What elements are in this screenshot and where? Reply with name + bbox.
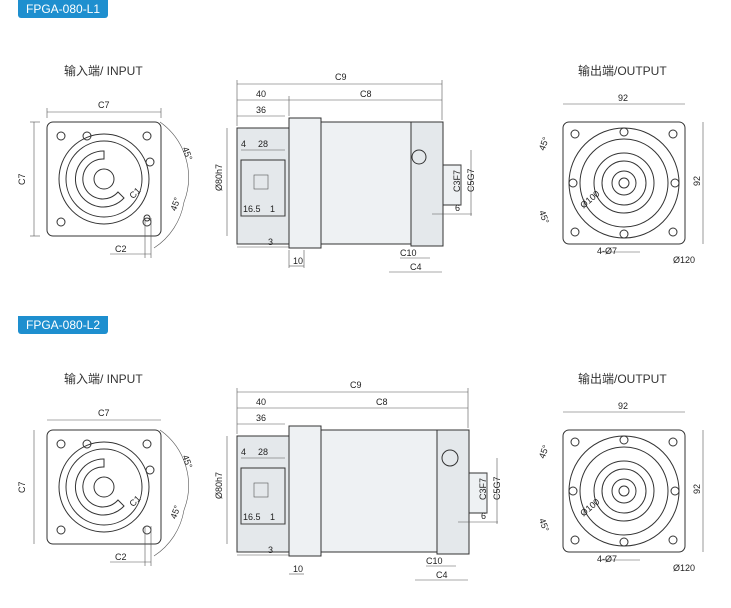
dim-c9: C9 [335,72,347,82]
dim-1: 1 [270,204,275,214]
dim-c2: C2 [115,552,127,562]
dim-c1: C1 [127,493,142,508]
dim-c4: C4 [436,570,448,580]
dim-d120: Ø120 [673,563,695,573]
dim-45b: 45° [168,196,182,213]
dim-c2: C2 [115,244,127,254]
dim-10: 10 [293,256,303,266]
dim-1: 1 [270,512,275,522]
dim-c10: C10 [400,248,417,258]
dim-c7-side: C7 [17,481,27,493]
side-view-l1: C9 40 C8 36 4 28 Ø80h7 16.5 1 3 10 C3F7 … [214,72,476,273]
dim-45b: 45° [168,504,182,521]
dim-d100: Ø100 [578,496,601,518]
dim-4: 4 [241,139,246,149]
dim-6: 6 [455,203,460,213]
dim-c7-top: C7 [98,408,110,418]
dim-45b: 45° [537,209,551,226]
dim-6: 6 [481,511,486,521]
dim-45a: 45° [537,135,551,152]
dim-40: 40 [256,397,266,407]
dim-92-top: 92 [618,401,628,411]
dim-c10: C10 [426,556,443,566]
dim-16: 16.5 [243,512,261,522]
dim-45b: 45° [537,517,551,534]
dim-c7-top: C7 [98,100,110,110]
dim-92-side: 92 [692,484,702,494]
dim-10: 10 [293,564,303,574]
dim-hole: 4-Ø7 [597,246,617,256]
dim-16: 16.5 [243,204,261,214]
dim-3: 3 [268,545,273,555]
dim-92-top: 92 [618,93,628,103]
dim-d120: Ø120 [673,255,695,265]
dim-45a: 45° [180,145,194,162]
dim-c5: C5G7 [466,168,476,192]
output-title-l1: 输出端/OUTPUT [578,64,667,78]
dim-d80: Ø80h7 [214,472,224,499]
dim-28: 28 [258,139,268,149]
model-tag-l2: FPGA-080-L2 [18,316,109,334]
input-title-l2: 输入端/ INPUT [64,372,143,386]
dim-d80: Ø80h7 [214,164,224,191]
dim-36: 36 [256,413,266,423]
dim-3: 3 [268,237,273,247]
dim-c9: C9 [350,380,362,390]
model-tag-l1: FPGA-080-L1 [18,0,109,18]
input-view-l2: C7 C7 C2 C1 45° 45° [17,408,194,566]
output-view-l2: 92 92 Ø100 45° 45° 4-Ø7 Ø120 [537,401,704,573]
dim-45a: 45° [537,443,551,460]
dim-36: 36 [256,105,266,115]
dim-hole: 4-Ø7 [597,554,617,564]
dim-c8: C8 [360,89,372,99]
dim-c4: C4 [410,262,422,272]
input-view-l1: C7 C7 C2 C1 45° 45° [17,100,194,258]
dim-4: 4 [241,447,246,457]
output-title-l2: 输出端/OUTPUT [578,372,667,386]
side-view-l2: C9 40 C8 36 4 28 Ø80h7 16.5 1 3 10 C3F7 … [214,380,502,581]
dim-92-side: 92 [692,176,702,186]
dim-c3: C3F7 [478,478,488,500]
dim-c3: C3F7 [452,170,462,192]
dim-28: 28 [258,447,268,457]
dim-40: 40 [256,89,266,99]
dim-45a: 45° [180,453,194,470]
dim-c7-side: C7 [17,173,27,185]
input-title-l1: 输入端/ INPUT [64,64,143,78]
dim-c5: C5G7 [492,476,502,500]
dim-c8: C8 [376,397,388,407]
